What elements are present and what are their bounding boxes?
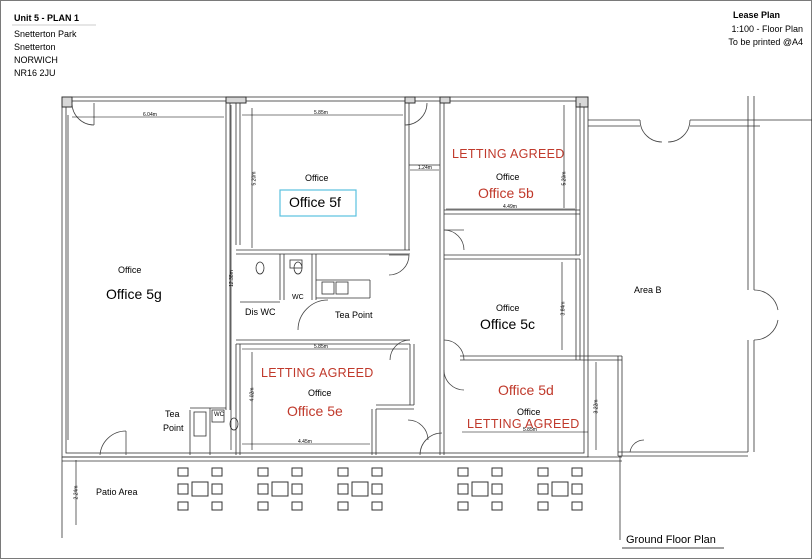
dim-label: 4.49m — [503, 204, 517, 210]
office-5b-type: Office — [496, 172, 520, 182]
office-5c-type: Office — [496, 303, 520, 313]
wc-label-2: WC — [214, 412, 224, 418]
dim-label: 3.22m — [593, 399, 600, 414]
doors — [71, 102, 779, 456]
lease-title: Lease Plan — [732, 10, 780, 20]
office-5f-selection-box[interactable] — [279, 189, 357, 217]
office-5e-name[interactable]: Office 5e — [287, 403, 343, 419]
patio-table — [177, 467, 223, 511]
dim-label: 5.20m — [561, 171, 568, 186]
dim-label: 1.24m — [418, 165, 432, 171]
tea-point-2-label-a: Tea — [165, 409, 180, 419]
dim-label: 5.85m — [314, 344, 328, 350]
address-line-4: NR16 2JU — [14, 68, 56, 78]
dim-label: 4.45m — [298, 439, 312, 445]
office-5d-status: LETTING AGREED — [467, 417, 580, 431]
area-b-label: Area B — [634, 285, 662, 295]
interior-walls — [67, 103, 622, 455]
print-note: To be printed @A4 — [728, 37, 803, 47]
address-line-1: Snetterton Park — [14, 29, 77, 39]
office-5g-name[interactable]: Office 5g — [106, 286, 162, 302]
office-5b-name[interactable]: Office 5b — [478, 185, 534, 201]
dim-label: 2.24m — [73, 485, 80, 500]
patio-tables — [177, 467, 583, 511]
office-5e-type: Office — [308, 388, 332, 398]
dim-label: 12.38m — [228, 270, 235, 287]
dis-wc-label: Dis WC — [245, 307, 276, 317]
dim-label: 5.20m — [251, 171, 258, 186]
patio-table — [457, 467, 503, 511]
address-line-2: Snetterton — [14, 42, 56, 52]
patio-table — [537, 467, 583, 511]
address-line-3: NORWICH — [14, 55, 58, 65]
patio — [61, 456, 622, 538]
tea-point-2-label-b: Point — [163, 423, 184, 433]
dim-label: 5.85m — [523, 427, 537, 433]
dim-label: 5.85m — [314, 110, 328, 116]
office-5d-name[interactable]: Office 5d — [498, 382, 554, 398]
dim-label: 4.02m — [249, 387, 256, 402]
wc-label-1: WC — [292, 294, 304, 301]
office-5b-status: LETTING AGREED — [452, 147, 565, 161]
scale-note: 1:100 - Floor Plan — [731, 24, 803, 34]
tea-point-label: Tea Point — [335, 310, 373, 320]
dim-label: 6.04m — [143, 112, 157, 118]
office-5c-name[interactable]: Office 5c — [480, 316, 535, 332]
patio-label: Patio Area — [96, 487, 138, 497]
floor-plan-caption: Ground Floor Plan — [626, 534, 716, 546]
office-5g-type: Office — [118, 265, 142, 275]
office-5e-status: LETTING AGREED — [261, 366, 374, 380]
outer-walls — [61, 96, 812, 540]
office-5f-type: Office — [305, 173, 329, 183]
dim-label: 3.84m — [560, 301, 567, 316]
office-5f-name[interactable]: Office 5f — [289, 194, 341, 210]
plan-title: Unit 5 - PLAN 1 — [14, 13, 80, 23]
patio-table — [257, 467, 303, 511]
patio-table — [337, 467, 383, 511]
dimension-lines — [72, 105, 597, 525]
office-5d-type: Office — [517, 407, 541, 417]
fixtures — [193, 259, 349, 437]
